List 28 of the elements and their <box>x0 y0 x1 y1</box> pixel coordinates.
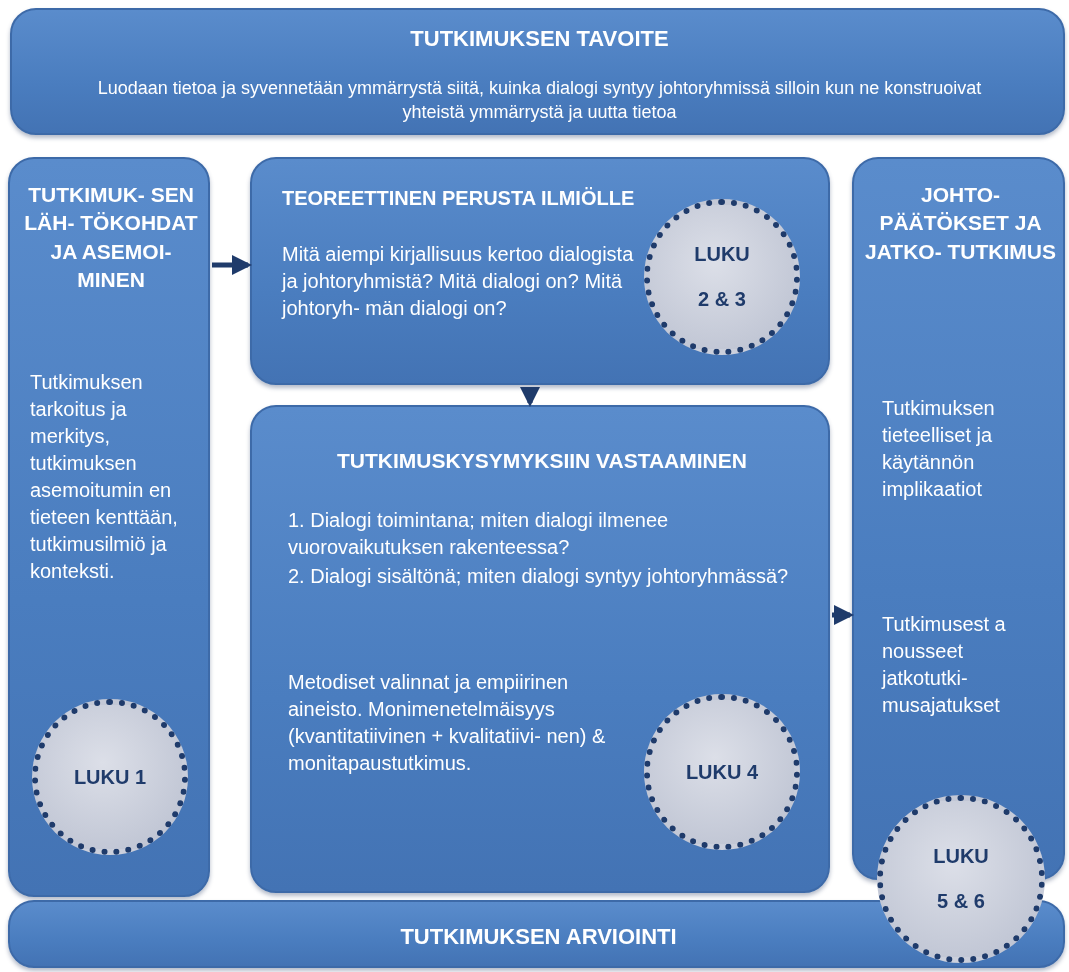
body-text: Tutkimuksen tieteelliset ja käytännön implikaatiot <box>882 396 996 502</box>
chapter-label: 2 & 3 <box>698 288 746 311</box>
arrow <box>520 387 540 407</box>
arrow <box>832 605 854 625</box>
body-text: Tutkimusest a nousseet jatkotutki- musajatukset <box>882 612 1007 718</box>
body-text: Luodaan tietoa ja syvennetään ymmärrystä siitä, kuinka dialogi syntyy johtoryhmissä silloin kun ne konstruoivat yhteistä ymmärrystä ja uutta tietoa <box>96 77 983 125</box>
column-panel <box>852 157 1065 880</box>
chapter-label: LUKU <box>694 243 750 266</box>
heading: TUTKIMUSKYSYMYKSIIN VASTAAMINEN <box>336 448 748 474</box>
heading: TEOREETTINEN PERUSTA ILMIÖLLE <box>282 186 636 211</box>
chapter-label: LUKU 4 <box>685 760 759 784</box>
heading: TUTKIMUKSEN ARVIOINTI <box>399 923 678 951</box>
section-panel <box>250 157 830 385</box>
body-text: 1. Dialogi toimintana; miten dialogi ilmenee vuorovaikutuksen rakenteessa? <box>288 508 670 560</box>
section-panel <box>250 405 830 893</box>
body-text: Tutkimuksen tarkoitus ja merkitys, tutkimuksen asemoitumin en tieteen kenttään, tutkimusilmiö ja konteksti. <box>30 370 179 584</box>
heading: TUTKIMUK- SEN LÄH- TÖKOHDAT JA ASEMOI- MINEN <box>23 182 199 294</box>
chapter-label: LUKU <box>933 845 989 868</box>
heading: JOHTO- PÄÄTÖKSET JA JATKO- TUTKIMUS <box>864 182 1057 265</box>
goal-banner <box>10 8 1065 135</box>
body-text: Metodiset valinnat ja empiirinen aineisto. Monimenetelmäisyys (kvantitatiivinen + kvalitatiivi- nen) & monitapaustutkimus. <box>288 670 607 776</box>
chapter-label: LUKU 1 <box>73 765 147 789</box>
column-panel <box>8 157 210 897</box>
heading: TUTKIMUKSEN TAVOITE <box>409 25 670 53</box>
chapter-label: 5 & 6 <box>937 890 985 913</box>
body-text: 2. Dialogi sisältönä; miten dialogi syntyy johtoryhmässä? <box>288 564 790 589</box>
arrow <box>212 255 252 275</box>
body-text: Mitä aiempi kirjallisuus kertoo dialogista ja johtoryhmistä? Mitä dialogi on? Mitä johtoryh- män dialogi on? <box>282 242 635 321</box>
